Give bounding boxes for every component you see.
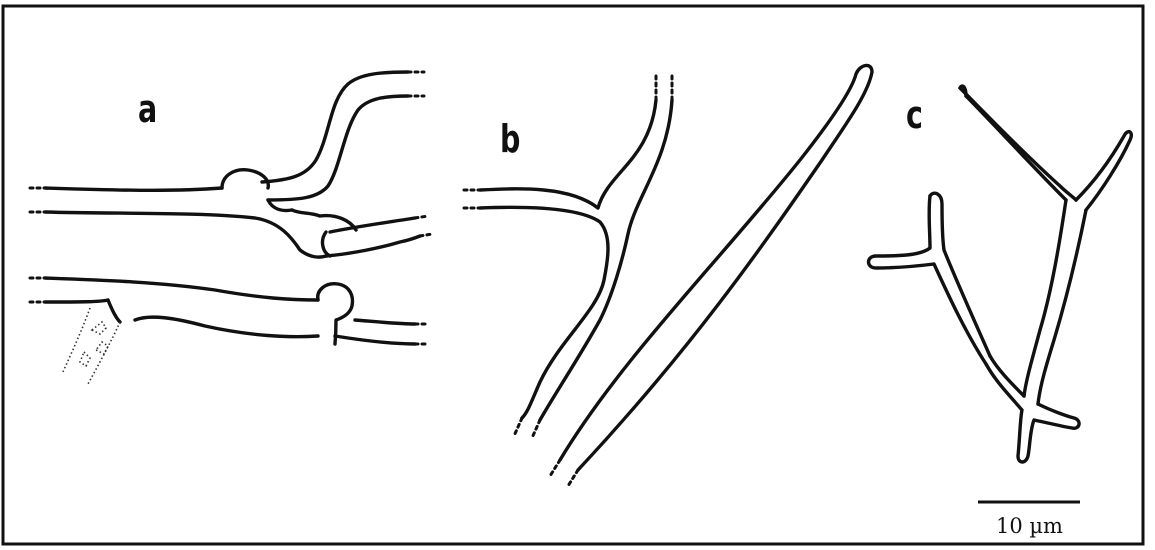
panel-a-drawing — [30, 72, 432, 384]
figure-frame — [3, 6, 1143, 544]
panel-b-drawing — [464, 65, 872, 486]
panel-a-label: a — [138, 90, 157, 128]
panel-c-drawing — [869, 86, 1132, 462]
scale-bar-label: 10 µm — [996, 516, 1063, 537]
panel-c-label: c — [906, 96, 923, 134]
panel-b-label: b — [500, 120, 520, 158]
